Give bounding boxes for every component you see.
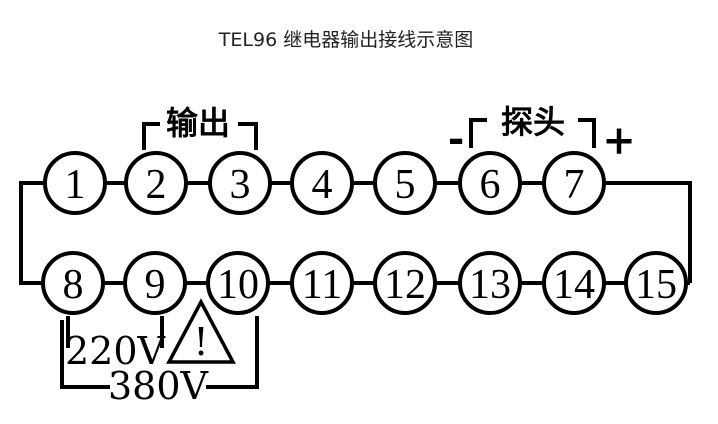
terminal-label: 15 <box>635 262 677 308</box>
terminal-label: 14 <box>553 262 595 308</box>
output-label: 输出 <box>166 104 230 142</box>
probe-minus-sign: - <box>448 115 465 162</box>
terminal-label: 13 <box>469 262 511 308</box>
terminal-8: 8 <box>41 251 105 315</box>
probe-bracket <box>469 118 596 148</box>
output-bracket <box>142 122 258 150</box>
terminal-10: 10 <box>206 251 270 315</box>
terminal-label: 6 <box>480 162 501 208</box>
left-loop-wire <box>19 181 44 285</box>
terminal-14: 14 <box>542 251 606 315</box>
probe-label: 探头 <box>501 103 565 141</box>
right-loop-wire <box>606 181 692 283</box>
top-terminal-row: 1 2 3 4 5 6 7 <box>43 151 606 215</box>
v380-label: 380V <box>108 364 209 408</box>
terminal-1: 1 <box>43 151 107 215</box>
terminal-12: 12 <box>373 251 437 315</box>
terminal-3: 3 <box>208 151 272 215</box>
terminal-15: 15 <box>624 251 688 315</box>
v380-bracket <box>60 316 259 389</box>
terminal-label: 10 <box>217 262 259 308</box>
v220-label: 220V <box>65 329 166 373</box>
terminal-9: 9 <box>123 251 187 315</box>
warning-mark: ! <box>193 320 208 364</box>
probe-plus-sign: + <box>602 117 636 164</box>
bottom-terminal-row: 8 9 10 11 12 13 14 15 <box>41 251 688 315</box>
terminal-5: 5 <box>373 151 437 215</box>
terminal-6: 6 <box>458 151 522 215</box>
warning-icon: ! <box>166 298 236 364</box>
terminal-4: 4 <box>290 151 354 215</box>
terminal-13: 13 <box>458 251 522 315</box>
diagram-title: TEL96 继电器输出接线示意图 <box>218 29 473 51</box>
terminal-7: 7 <box>542 151 606 215</box>
terminal-label: 2 <box>146 162 167 208</box>
terminal-label: 1 <box>65 162 86 208</box>
terminal-label: 8 <box>63 262 84 308</box>
v220-bracket <box>66 316 164 348</box>
terminal-label: 3 <box>230 162 251 208</box>
terminal-label: 11 <box>302 262 342 308</box>
terminal-label: 12 <box>384 262 426 308</box>
terminal-label: 7 <box>564 162 585 208</box>
terminal-11: 11 <box>290 251 354 315</box>
terminal-label: 5 <box>395 162 416 208</box>
terminal-label: 4 <box>312 162 333 208</box>
terminal-2: 2 <box>124 151 188 215</box>
terminal-label: 9 <box>145 262 166 308</box>
